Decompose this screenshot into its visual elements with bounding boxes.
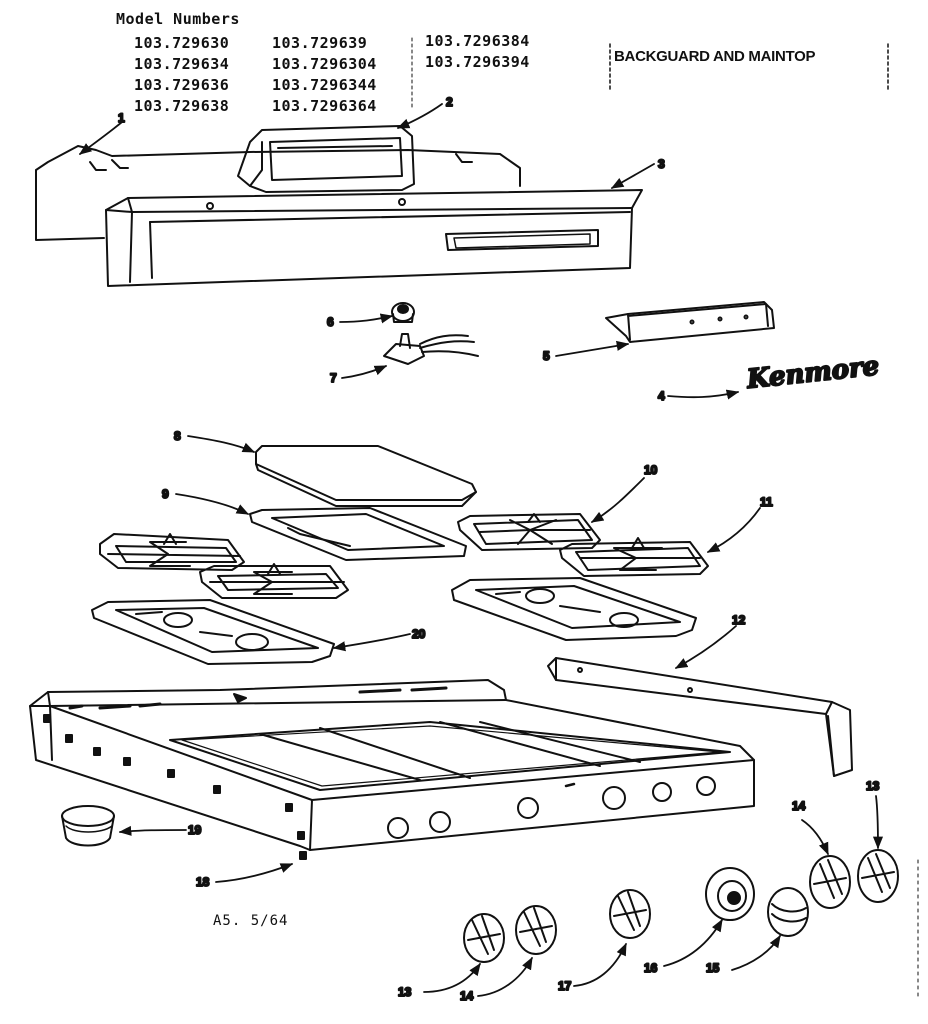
griddle-frame xyxy=(249,507,467,561)
backguard-panel xyxy=(35,145,521,241)
burner-cup xyxy=(61,805,115,847)
model-number: 103.729636 xyxy=(134,76,230,94)
backguard-bracket xyxy=(605,301,775,343)
footer-code: A5. 5/64 xyxy=(213,913,289,929)
burner-grate-left-front xyxy=(199,563,349,599)
control-knob xyxy=(809,855,851,909)
leader-arrow xyxy=(341,365,388,379)
callout-number: 6 xyxy=(327,315,334,329)
control-knob xyxy=(609,889,651,939)
burner-bowl-tray-left xyxy=(91,599,335,665)
leader-arrow xyxy=(663,918,723,967)
callout-number: 17 xyxy=(558,979,572,993)
leader-arrow xyxy=(674,625,737,669)
leader-arrow xyxy=(118,825,187,836)
burner-grate-right-front xyxy=(559,537,709,577)
side-trim-strip xyxy=(547,657,853,777)
leader-arrow xyxy=(573,942,627,987)
leader-arrow xyxy=(801,819,829,856)
model-numbers-heading: Model Numbers xyxy=(116,10,240,28)
leader-arrow xyxy=(706,507,761,553)
model-number: 103.7296344 xyxy=(272,76,377,94)
control-knob xyxy=(463,913,505,963)
callout-number: 8 xyxy=(174,429,181,443)
callout-number: 14 xyxy=(460,989,474,1003)
leader-lines xyxy=(78,103,884,997)
burner-grate-left-back xyxy=(99,533,245,571)
callout-number: 15 xyxy=(706,961,720,975)
callout-number: 19 xyxy=(188,823,202,837)
section-title: BACKGUARD AND MAINTOP xyxy=(614,48,816,65)
model-number: 103.729630 xyxy=(134,34,230,52)
callout-number: 12 xyxy=(732,613,746,627)
leader-arrow xyxy=(590,477,645,523)
small-knob xyxy=(391,302,415,323)
leader-arrow xyxy=(667,389,740,400)
brand-nameplate: Kenmore xyxy=(745,351,881,395)
leader-arrow xyxy=(731,934,781,971)
callout-number: 13 xyxy=(398,985,412,999)
model-number-column: 103.729639 103.7296304 103.7296344 103.7… xyxy=(272,33,377,117)
model-number: 103.7296304 xyxy=(272,55,377,73)
callout-number: 1 xyxy=(118,111,125,125)
callout-number: 5 xyxy=(543,349,550,363)
leader-arrow xyxy=(477,956,533,997)
model-number: 103.7296364 xyxy=(272,97,377,115)
leader-arrow xyxy=(423,962,481,993)
callout-number: 16 xyxy=(644,961,658,975)
main-top-frame xyxy=(29,679,755,860)
leader-arrow xyxy=(215,863,294,883)
model-number-column: 103.7296384 103.7296394 xyxy=(425,31,530,73)
leader-arrow xyxy=(872,795,884,850)
griddle-cover xyxy=(255,445,477,507)
callout-number: 3 xyxy=(658,157,665,171)
leader-arrow xyxy=(610,163,655,189)
callout-number: 9 xyxy=(162,487,169,501)
model-number: 103.729638 xyxy=(134,97,230,115)
burner-bowl-tray-right xyxy=(451,577,697,641)
callout-number: 2 xyxy=(446,95,453,109)
model-number: 103.7296384 xyxy=(425,32,530,50)
model-number: 103.729639 xyxy=(272,34,368,52)
callout-number: 11 xyxy=(760,495,773,509)
backguard-vent-trim xyxy=(237,125,415,193)
leader-arrow xyxy=(555,340,630,357)
backguard-box xyxy=(105,189,643,287)
control-knob xyxy=(767,887,809,937)
leader-arrow xyxy=(187,435,256,453)
leader-arrow xyxy=(339,313,394,324)
callout-number: 7 xyxy=(330,371,337,385)
leader-arrow xyxy=(396,103,443,129)
control-knob xyxy=(857,849,899,903)
leader-arrow xyxy=(78,121,123,155)
leader-arrow xyxy=(332,633,411,652)
callout-number: 18 xyxy=(196,875,210,889)
callout-number: 13 xyxy=(866,779,880,793)
callout-number: 20 xyxy=(412,627,426,641)
callout-number: 14 xyxy=(792,799,806,813)
model-number-column: 103.729630 103.729634 103.729636 103.729… xyxy=(134,33,229,117)
callout-number: 4 xyxy=(658,389,665,403)
callout-number: 10 xyxy=(644,463,658,477)
control-knob xyxy=(705,867,755,921)
model-number: 103.729634 xyxy=(134,55,230,73)
model-number: 103.7296394 xyxy=(425,53,530,71)
leader-arrow xyxy=(175,493,250,515)
switch-assembly xyxy=(383,333,479,365)
control-knob xyxy=(515,905,557,955)
